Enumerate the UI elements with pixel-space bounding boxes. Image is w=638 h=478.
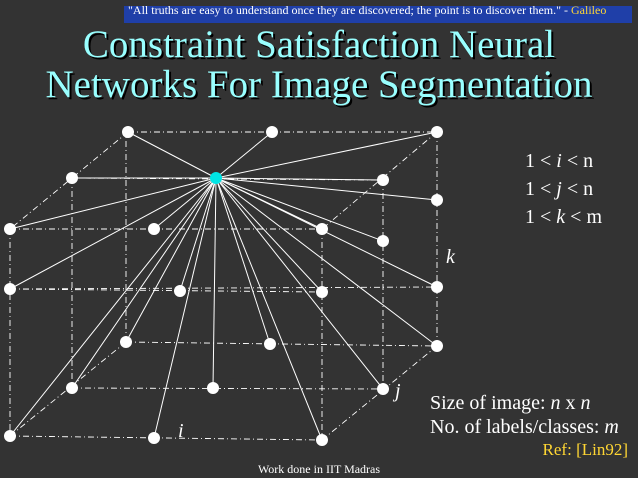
cube-edge bbox=[9, 435, 323, 441]
axis-label-i: i bbox=[178, 420, 184, 442]
connection-line bbox=[153, 177, 217, 230]
neuron-node bbox=[266, 126, 278, 138]
cube-edge bbox=[125, 341, 438, 347]
neuron-node bbox=[4, 223, 16, 235]
connection-line bbox=[215, 177, 438, 201]
connection-line bbox=[215, 177, 323, 441]
neuron-node bbox=[431, 281, 443, 293]
connection-line bbox=[9, 177, 217, 437]
neuron-node bbox=[122, 126, 134, 138]
connection-line bbox=[215, 177, 323, 293]
neuron-node bbox=[316, 434, 328, 446]
connection-lines bbox=[9, 131, 438, 441]
neuron-nodes bbox=[4, 126, 443, 446]
neuron-node bbox=[377, 383, 389, 395]
connection-line bbox=[215, 177, 384, 390]
axis-label-k: k bbox=[446, 246, 455, 268]
neuron-node bbox=[377, 174, 389, 186]
connection-line bbox=[179, 177, 217, 292]
cube-edge bbox=[9, 288, 323, 293]
neuron-node bbox=[66, 172, 78, 184]
connection-line bbox=[215, 177, 384, 181]
quote: "All truths are easy to understand once … bbox=[128, 4, 632, 17]
highlighted-neuron-node bbox=[210, 172, 222, 184]
reference-link[interactable]: Ref: [Lin92] bbox=[542, 440, 628, 459]
range-j: 1 < j < n bbox=[525, 178, 594, 200]
connection-line bbox=[153, 177, 217, 439]
connection-line bbox=[215, 177, 271, 345]
neuron-node bbox=[120, 336, 132, 348]
connection-line bbox=[71, 177, 217, 389]
image-size-text: Size of image: n x n bbox=[430, 392, 591, 414]
range-i: 1 < i < n bbox=[525, 150, 594, 172]
neuron-node bbox=[66, 382, 78, 394]
axis-label-j: j bbox=[395, 380, 401, 402]
neuron-node bbox=[4, 283, 16, 295]
neuron-node bbox=[431, 340, 443, 352]
connection-line bbox=[215, 177, 438, 347]
neuron-node bbox=[316, 286, 328, 298]
connection-line bbox=[212, 177, 217, 389]
neuron-node bbox=[431, 194, 443, 206]
quote-author: Galileo bbox=[571, 3, 607, 17]
title-line-2: Networks For Image Segmentation bbox=[45, 63, 593, 106]
neuron-node bbox=[264, 338, 276, 350]
quote-text: "All truths are easy to understand once … bbox=[128, 3, 569, 17]
connection-line bbox=[9, 177, 217, 290]
quote-bar bbox=[124, 6, 632, 23]
neuron-node bbox=[377, 235, 389, 247]
neuron-node bbox=[431, 126, 443, 138]
connection-line bbox=[215, 131, 438, 179]
connection-line bbox=[215, 177, 384, 242]
cube-edge bbox=[9, 286, 438, 290]
neuron-node bbox=[4, 430, 16, 442]
footer-text: Work done in IIT Madras bbox=[257, 462, 381, 476]
connection-line bbox=[127, 131, 217, 179]
neuron-node bbox=[174, 285, 186, 297]
neuron-node bbox=[207, 382, 219, 394]
neuron-node bbox=[316, 223, 328, 235]
connection-line bbox=[9, 177, 217, 230]
slide-title: Constraint Satisfaction Neural Networks … bbox=[0, 25, 638, 105]
connection-line bbox=[125, 177, 217, 343]
range-k: 1 < k < m bbox=[525, 206, 603, 228]
title-line-1: Constraint Satisfaction Neural bbox=[82, 23, 556, 66]
neuron-node bbox=[148, 432, 160, 444]
labels-count-text: No. of labels/classes: m bbox=[430, 416, 619, 438]
neuron-node bbox=[148, 223, 160, 235]
connection-line bbox=[215, 131, 273, 179]
cube-edge bbox=[71, 387, 384, 390]
